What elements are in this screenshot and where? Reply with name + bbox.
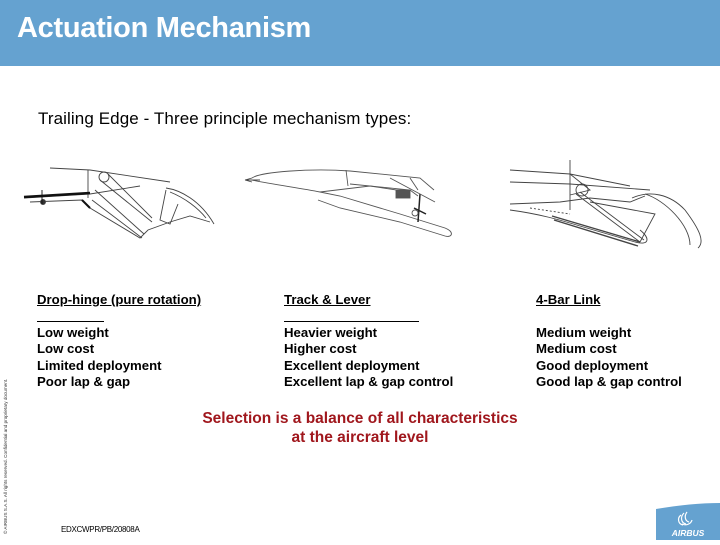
- copyright-notice: © AIRBUS S.A.S. All rights reserved. Con…: [3, 378, 8, 534]
- four-bar-link-column: 4-Bar Link Medium weight Medium cost Goo…: [536, 292, 682, 391]
- characteristic-item: Heavier weight: [284, 324, 378, 340]
- drop-hinge-heading: Drop-hinge (pure rotation): [37, 292, 202, 307]
- characteristic-item: Excellent lap & gap control: [284, 374, 454, 389]
- drop-hinge-diagram: [20, 160, 260, 260]
- document-reference: EDXCWPR/PB/20808A: [61, 525, 140, 534]
- conclusion-text: Selection is a balance of all characteri…: [160, 409, 560, 447]
- characteristic-item: Low weight: [37, 324, 109, 340]
- page-title: Actuation Mechanism: [17, 12, 312, 44]
- title-bar: Actuation Mechanism: [0, 0, 720, 66]
- conclusion-line-2: at the aircraft level: [291, 429, 429, 446]
- characteristic-item: Good deployment: [536, 357, 649, 373]
- airbus-globe-icon: [677, 511, 693, 526]
- divider: [37, 309, 201, 325]
- characteristic-item: Low cost: [37, 341, 95, 356]
- conclusion-line-1: Selection is a balance of all characteri…: [202, 410, 518, 427]
- characteristic-item: Limited deployment: [37, 357, 162, 373]
- track-lever-diagram: [250, 150, 500, 260]
- characteristic-item: Excellent deployment: [284, 357, 420, 373]
- characteristic-item: Medium weight: [536, 324, 632, 340]
- track-lever-heading: Track & Lever: [284, 292, 371, 307]
- track-lever-column: Track & Lever Heavier weight Higher cost…: [284, 292, 453, 391]
- airbus-logo: AIRBUS: [650, 503, 720, 540]
- four-bar-link-heading: 4-Bar Link: [536, 292, 601, 307]
- airbus-logo-text: AIRBUS: [671, 528, 705, 538]
- four-bar-link-diagram: [490, 150, 720, 260]
- characteristic-item: Poor lap & gap: [37, 374, 131, 389]
- characteristic-item: Good lap & gap control: [536, 374, 682, 389]
- characteristic-item: Medium cost: [536, 341, 617, 356]
- characteristic-item: Higher cost: [284, 341, 357, 356]
- spacer: [536, 309, 682, 325]
- subtitle: Trailing Edge - Three principle mechanis…: [38, 109, 412, 128]
- divider: [284, 309, 453, 325]
- drop-hinge-column: Drop-hinge (pure rotation) Low weight Lo…: [37, 292, 201, 391]
